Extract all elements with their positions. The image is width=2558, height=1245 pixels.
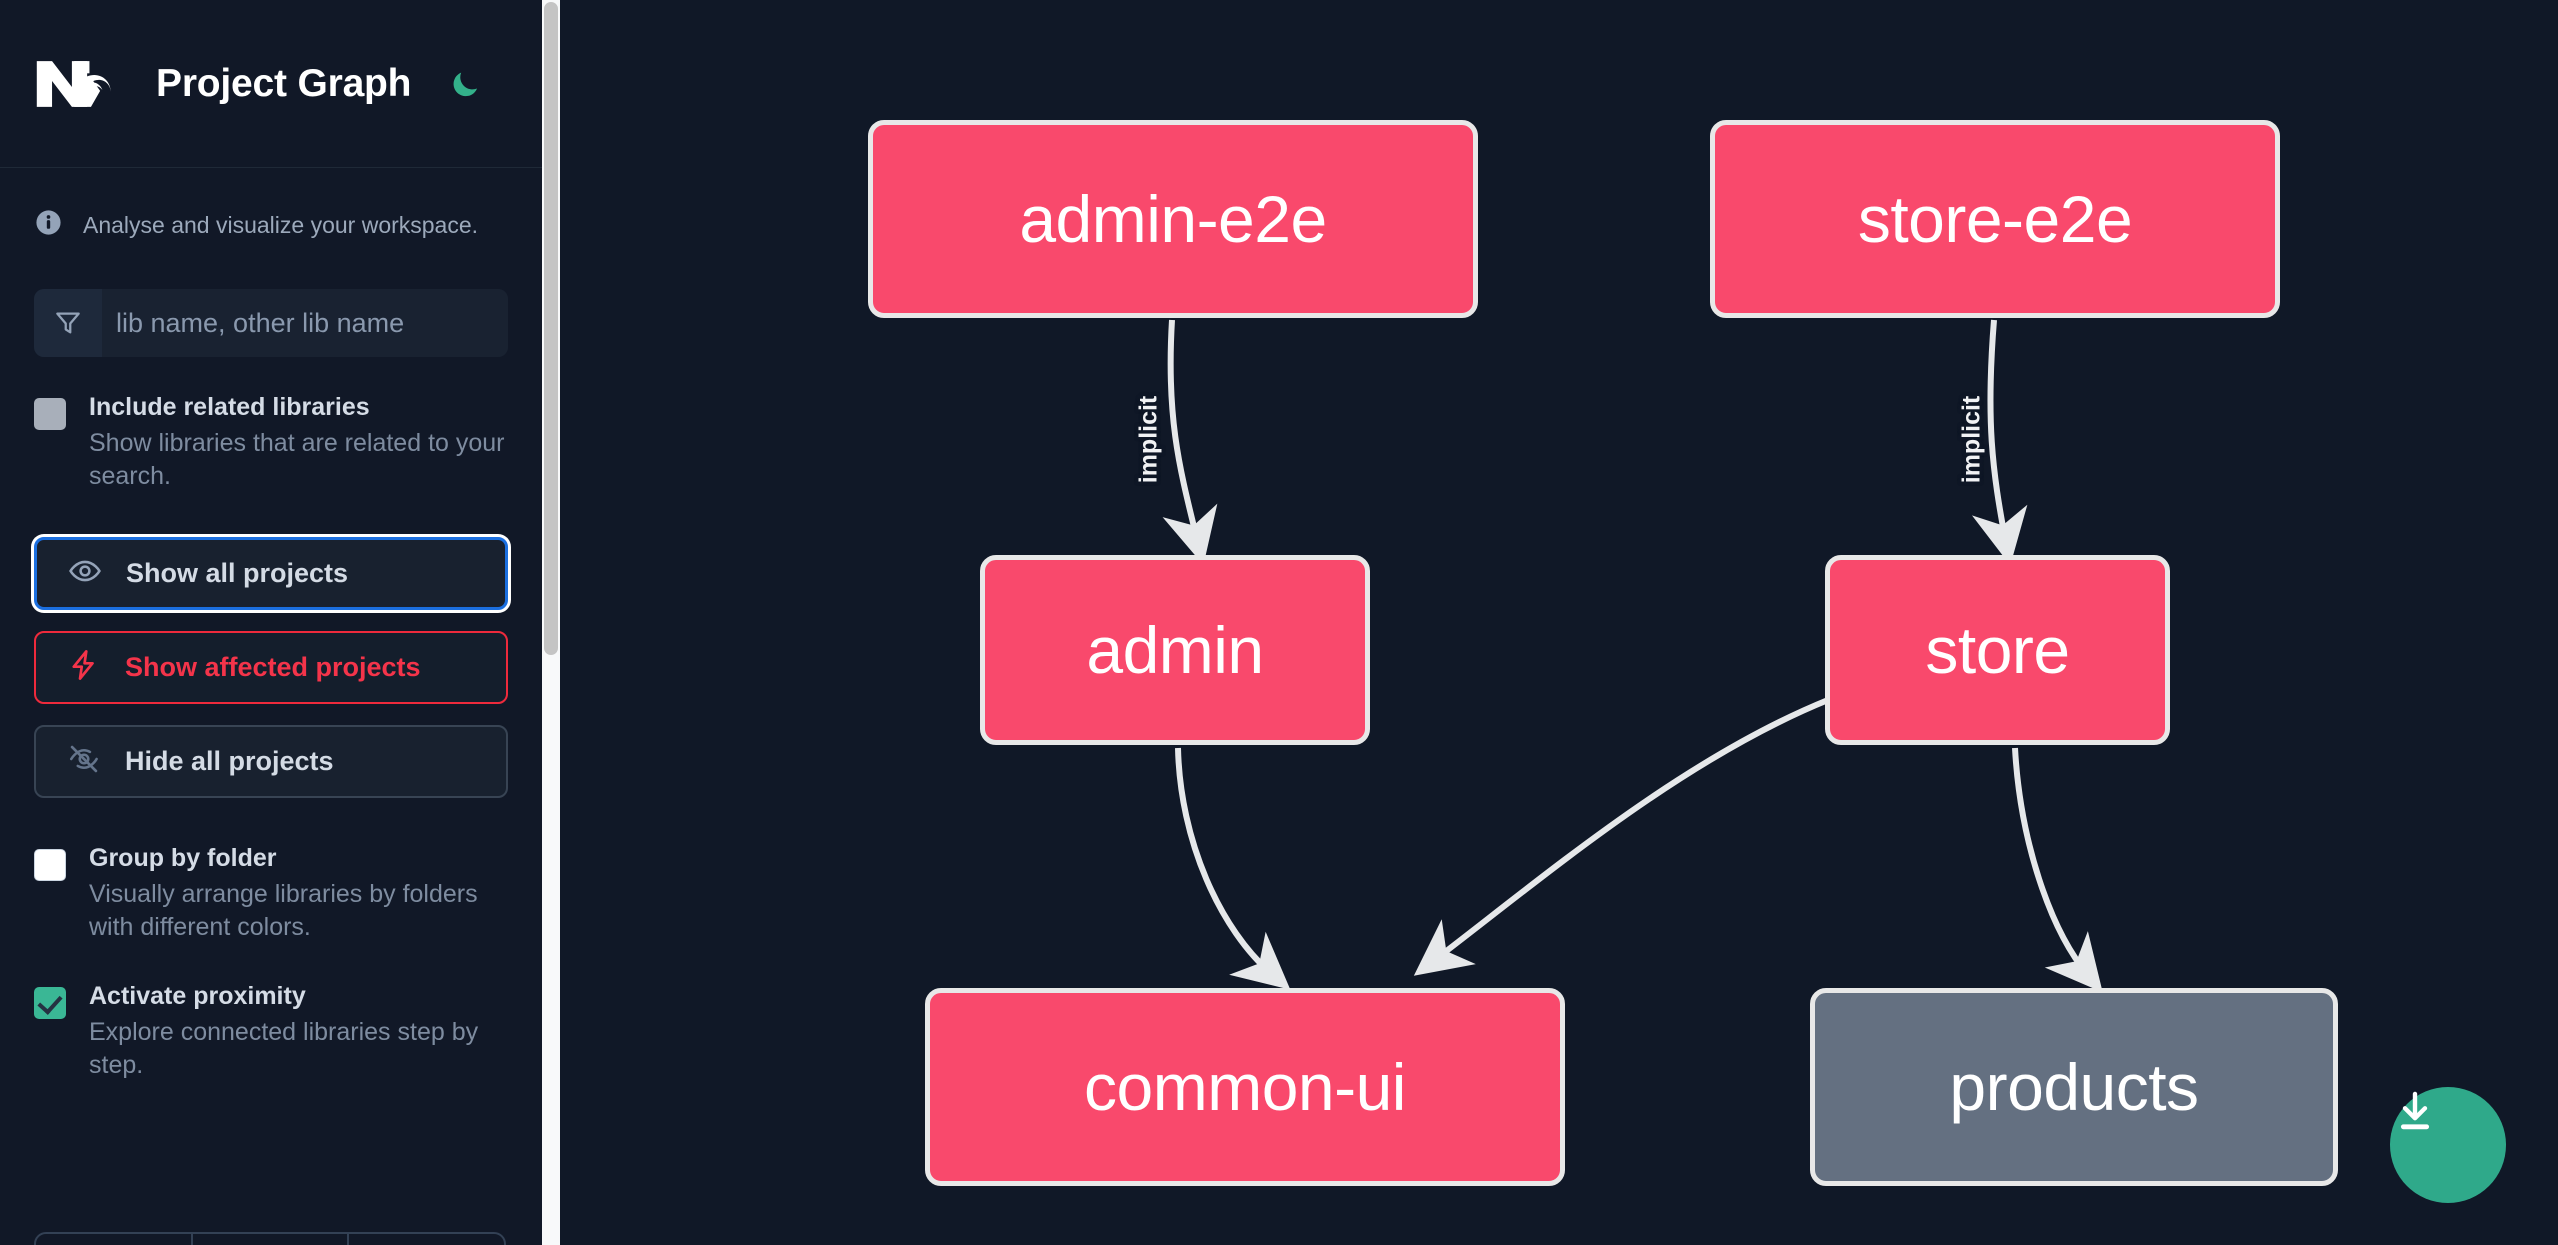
projects-action-buttons: Show all projects Show affected projects [34, 537, 508, 798]
option-group-by-folder[interactable]: Group by folder Visually arrange librari… [34, 844, 508, 944]
show-affected-projects-button[interactable]: Show affected projects [34, 631, 508, 704]
proximity-step-decrease[interactable] [36, 1234, 193, 1245]
search-input[interactable] [102, 289, 508, 357]
group-by-folder-description: Visually arrange libraries by folders wi… [89, 880, 478, 941]
edge-label-admin-e2e-admin: implicit [1134, 395, 1163, 484]
graph-node-admin[interactable]: admin [980, 555, 1370, 745]
hide-all-projects-button[interactable]: Hide all projects [34, 725, 508, 798]
eye-icon [68, 554, 102, 593]
include-related-libraries-label: Include related libraries [89, 393, 370, 421]
graph-edges [1162, 319, 2103, 993]
graph-node-products[interactable]: products [1810, 988, 2338, 1186]
workspace-note: Analyse and visualize your workspace. [0, 168, 542, 242]
graph-node-label: store-e2e [1857, 182, 2133, 256]
sidebar-scrollbar-track[interactable] [542, 0, 560, 1245]
show-all-projects-label: Show all projects [126, 558, 349, 588]
group-by-folder-label: Group by folder [89, 844, 277, 872]
include-related-libraries-checkbox[interactable] [34, 398, 66, 430]
graph-canvas[interactable]: admin-e2e store-e2e admin store common-u… [560, 0, 2558, 1245]
download-image-button[interactable] [2390, 1087, 2506, 1203]
activate-proximity-checkbox[interactable] [34, 987, 66, 1019]
graph-node-store-e2e[interactable]: store-e2e [1710, 120, 2280, 318]
graph-node-label: products [1949, 1050, 2199, 1124]
graph-node-admin-e2e[interactable]: admin-e2e [868, 120, 1478, 318]
filter-funnel-icon [34, 289, 102, 357]
show-affected-projects-label: Show affected projects [125, 652, 421, 682]
graph-node-common-ui[interactable]: common-ui [925, 988, 1565, 1186]
hide-all-projects-label: Hide all projects [125, 746, 334, 776]
sidebar: Project Graph Analyse and visualize yo [0, 0, 560, 1245]
moon-icon[interactable] [445, 64, 485, 104]
group-by-folder-checkbox[interactable] [34, 849, 66, 881]
option-include-related-libraries[interactable]: Include related libraries Show libraries… [34, 393, 508, 493]
page-title: Project Graph [156, 61, 412, 105]
edge-label-store-e2e-store: implicit [1957, 395, 1986, 484]
graph-node-label: admin-e2e [1019, 182, 1327, 256]
nx-logo-icon [32, 55, 124, 113]
info-icon [34, 208, 63, 242]
proximity-step-increase[interactable] [349, 1234, 504, 1245]
proximity-step-control[interactable] [34, 1232, 506, 1245]
activate-proximity-description: Explore connected libraries step by step… [89, 1018, 479, 1079]
show-all-projects-button[interactable]: Show all projects [34, 537, 508, 610]
sidebar-header: Project Graph [0, 0, 542, 168]
activate-proximity-label: Activate proximity [89, 982, 306, 1010]
graph-node-label: admin [1086, 613, 1264, 687]
lightning-bolt-icon [67, 648, 101, 687]
download-icon [2400, 1091, 2430, 1130]
sidebar-scrollbar-thumb[interactable] [544, 2, 558, 655]
graph-node-store[interactable]: store [1825, 555, 2170, 745]
graph-node-label: common-ui [1084, 1050, 1406, 1124]
eye-off-icon [67, 742, 101, 781]
graph-node-label: store [1925, 613, 2070, 687]
workspace-note-text: Analyse and visualize your workspace. [83, 211, 479, 238]
search-bar[interactable] [34, 289, 508, 357]
option-activate-proximity[interactable]: Activate proximity Explore connected lib… [34, 982, 508, 1082]
include-related-libraries-description: Show libraries that are related to your … [89, 429, 505, 490]
proximity-step-value[interactable] [193, 1234, 350, 1245]
